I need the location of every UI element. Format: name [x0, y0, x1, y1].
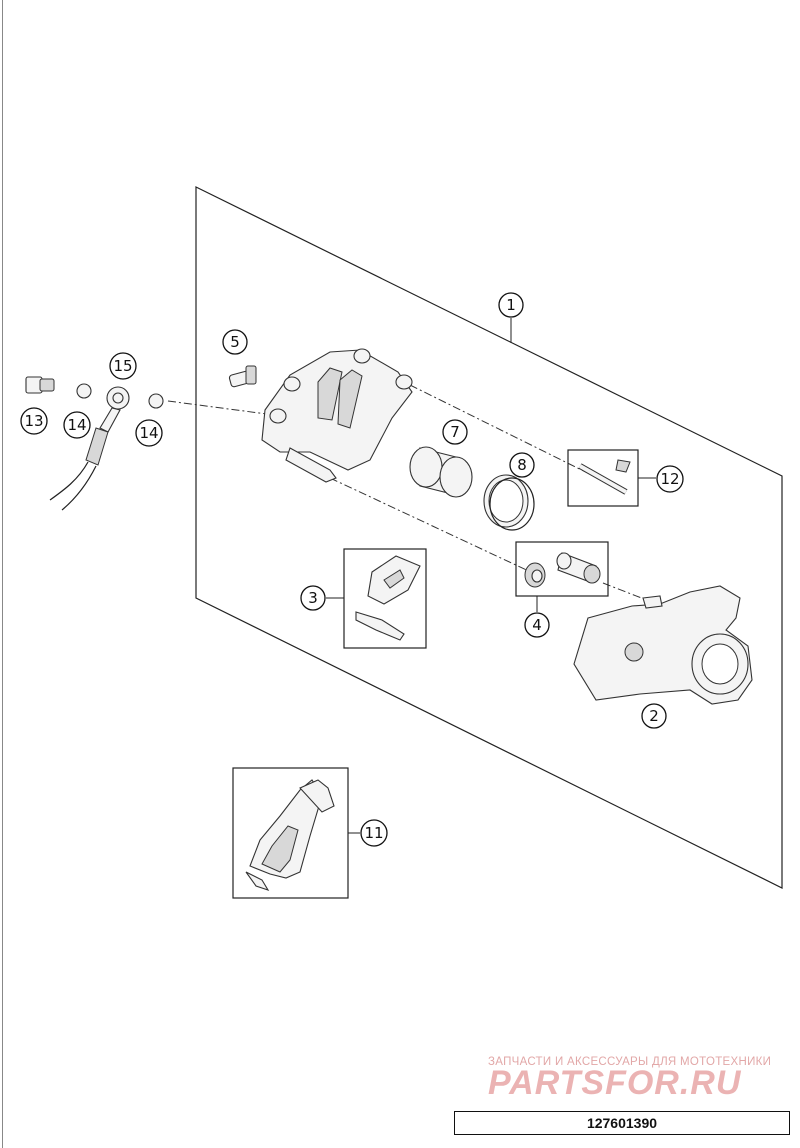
axis-line-banjo	[167, 400, 283, 417]
callout-15: 15	[109, 352, 137, 380]
washer-part-right	[148, 393, 164, 409]
axis-line-lower	[329, 477, 536, 575]
callout-14-left: 14	[63, 411, 91, 439]
callout-7: 7	[442, 419, 468, 445]
brake-line-part	[49, 386, 130, 511]
assembly-frame	[195, 186, 783, 889]
watermark-logo: PARTSFOR.RU	[488, 1064, 742, 1102]
callout-1: 1	[498, 292, 524, 318]
caliper-carrier-part	[573, 585, 753, 705]
watermark-caption: ЗАПЧАСТИ И АКСЕССУАРЫ ДЛЯ МОТОТЕХНИКИ	[488, 1056, 772, 1068]
caliper-housing-part	[261, 348, 413, 483]
svg-text:7: 7	[450, 423, 460, 441]
bleeder-valve-part	[228, 365, 257, 388]
svg-text:13: 13	[24, 412, 43, 430]
callout-13: 13	[20, 407, 48, 435]
svg-text:14: 14	[67, 416, 86, 434]
boot-kit-box	[515, 541, 609, 597]
banjo-bolt-part	[25, 376, 55, 394]
callout-8: 8	[509, 452, 535, 478]
svg-text:2: 2	[649, 707, 659, 725]
svg-text:14: 14	[139, 424, 158, 442]
svg-text:5: 5	[230, 333, 240, 351]
pad-spring-part	[355, 555, 421, 641]
callout-14-right: 14	[135, 419, 163, 447]
callout-2: 2	[641, 703, 667, 729]
svg-text:4: 4	[532, 616, 542, 634]
svg-text:3: 3	[308, 589, 318, 607]
seal-rings-part	[483, 474, 535, 531]
callout-5: 5	[222, 329, 248, 355]
guide-pin-part	[578, 459, 631, 495]
svg-text:8: 8	[517, 456, 527, 474]
dust-boot-part	[524, 552, 601, 588]
drawing-number: 127601390	[454, 1111, 790, 1135]
piston-part	[409, 446, 473, 498]
washer-part-left	[76, 383, 92, 399]
svg-text:15: 15	[113, 357, 132, 375]
left-border-line	[2, 0, 3, 1148]
callout-11: 11	[360, 819, 388, 847]
svg-text:1: 1	[506, 296, 516, 314]
callout-4: 4	[524, 612, 550, 638]
svg-text:11: 11	[364, 824, 383, 842]
brake-pads-part	[245, 779, 335, 891]
svg-text:12: 12	[660, 470, 679, 488]
callout-3: 3	[300, 585, 326, 611]
callout-12: 12	[656, 465, 684, 493]
